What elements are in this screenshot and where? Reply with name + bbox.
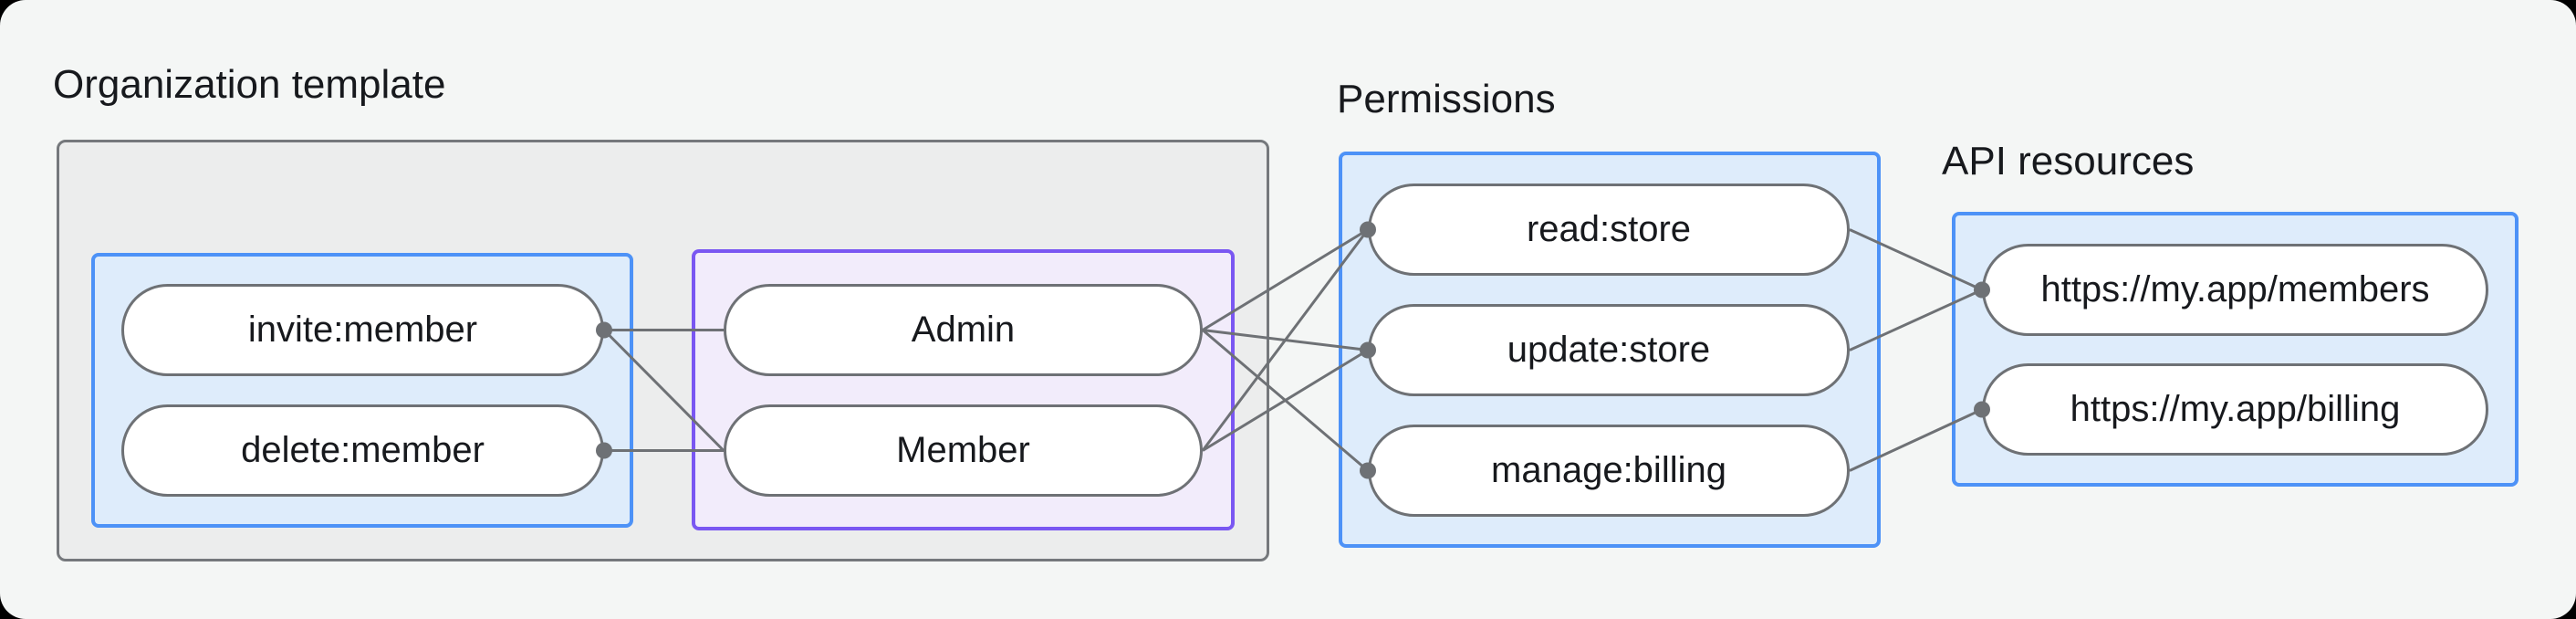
node-admin-role: Admin	[724, 284, 1203, 376]
node-manage-billing: manage:billing	[1368, 425, 1850, 517]
node-invite-member: invite:member	[121, 284, 604, 376]
node-delete-member: delete:member	[121, 404, 604, 497]
org-template-title: Organization template	[53, 62, 446, 107]
node-update-store: update:store	[1368, 304, 1850, 396]
node-api-members-url: https://my.app/members	[1982, 244, 2488, 336]
permissions-title: Permissions	[1337, 77, 1556, 121]
node-member-role: Member	[724, 404, 1203, 497]
node-read-store: read:store	[1368, 184, 1850, 276]
api-resources-title: API resources	[1942, 139, 2195, 184]
node-api-billing-url: https://my.app/billing	[1982, 363, 2488, 456]
